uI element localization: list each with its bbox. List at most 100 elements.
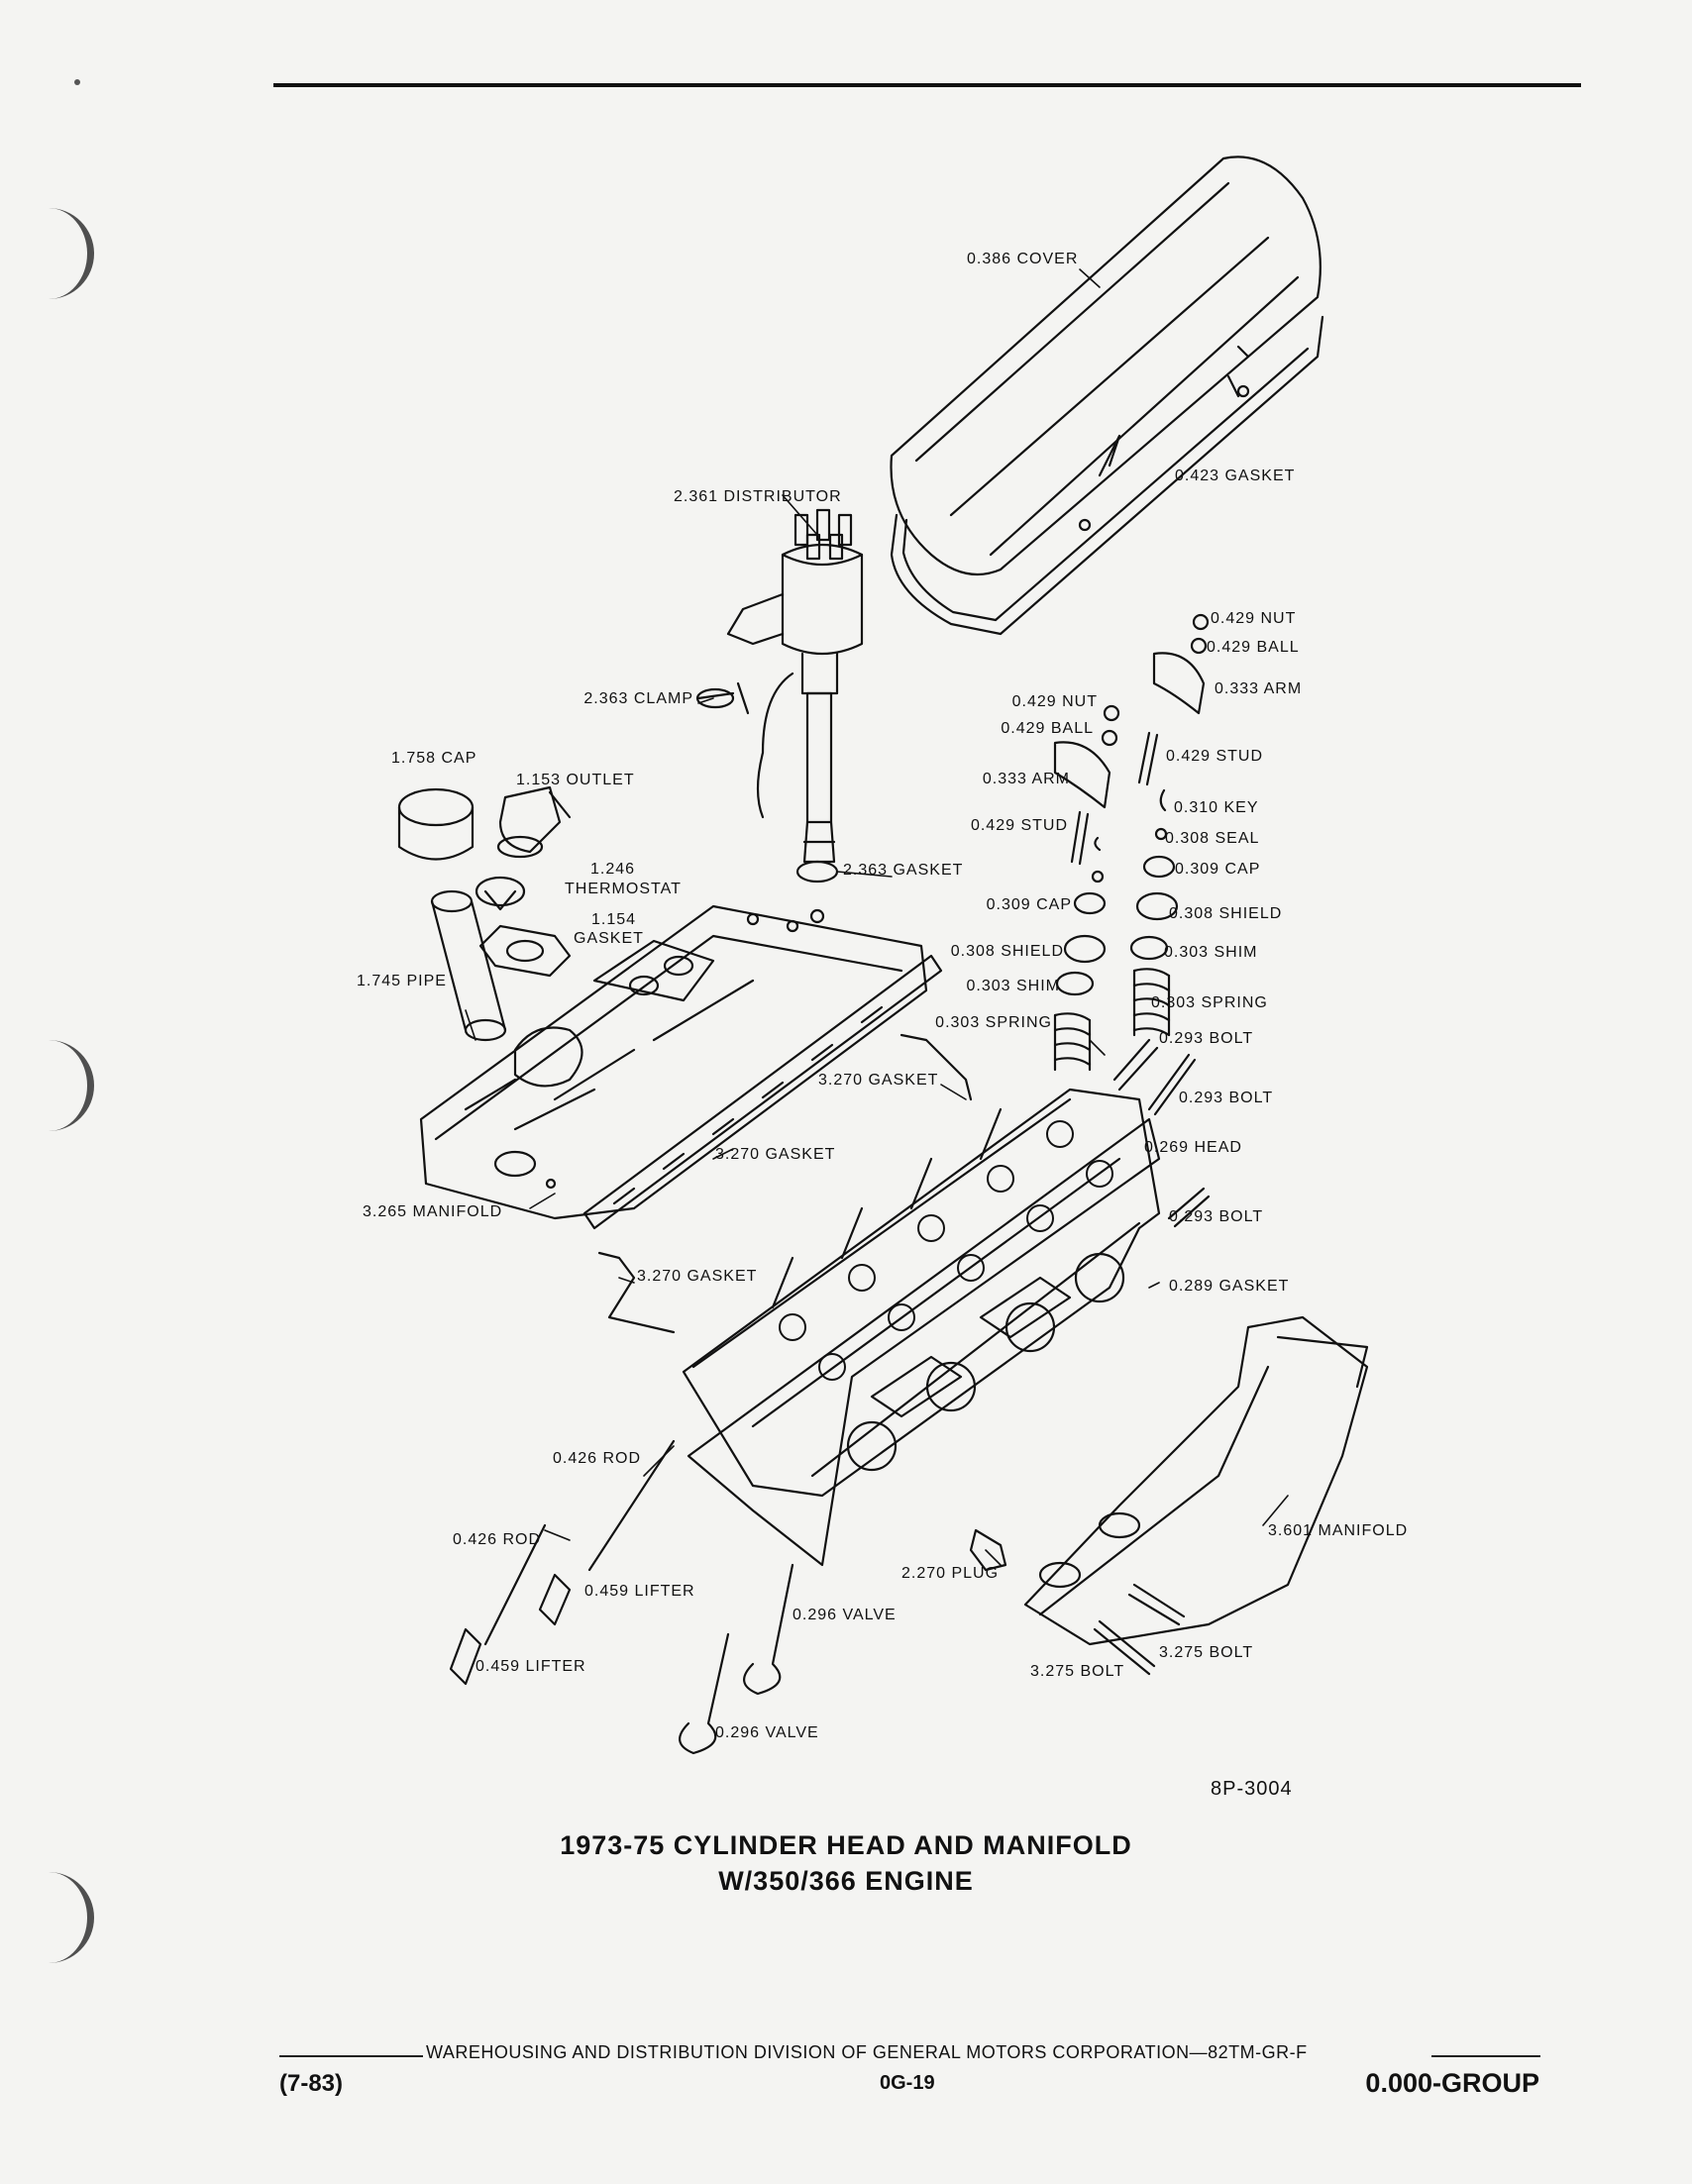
label-manifold-side-gasket: 3.270 GASKET	[715, 1146, 836, 1163]
binder-mark	[74, 79, 80, 85]
label-shim-right: 0.303 SHIM	[1164, 944, 1258, 961]
label-exhaust-manifold: 3.601 MANIFOLD	[1268, 1522, 1409, 1539]
valve-key-seal-drawing	[1091, 788, 1168, 884]
outlet-gasket-drawing	[478, 924, 572, 978]
label-stud-left: 0.429 STUD	[970, 817, 1068, 834]
footer-rule-right	[1431, 2055, 1540, 2057]
label-nut-right: 0.429 NUT	[1211, 610, 1297, 627]
label-manifold-end-gasket-upper: 3.270 GASKET	[818, 1072, 939, 1089]
label-shield-right: 0.308 SHIELD	[1169, 905, 1283, 922]
label-arm-left: 0.333 ARM	[982, 771, 1070, 787]
label-valve-b: 0.296 VALVE	[715, 1724, 819, 1741]
label-stud-right: 0.429 STUD	[1166, 748, 1264, 765]
pipe-drawing	[430, 889, 507, 1042]
label-ball-right: 0.429 BALL	[1207, 639, 1300, 656]
footer-rule-left	[279, 2055, 423, 2057]
label-arm-right: 0.333 ARM	[1215, 680, 1303, 697]
label-cap-0309-right: 0.309 CAP	[1175, 861, 1261, 878]
label-cover-gasket: 0.423 GASKET	[1175, 468, 1296, 484]
label-outlet: 1.153 OUTLET	[516, 772, 635, 788]
footer-division-text: WAREHOUSING AND DISTRIBUTION DIVISION OF…	[426, 2042, 1308, 2062]
label-cylinder-head: 0.269 HEAD	[1144, 1139, 1242, 1156]
distributor-drawing	[726, 508, 864, 864]
figure-caption-line2: W/350/366 ENGINE	[718, 1866, 974, 1896]
footer-date-code: (7-83)	[279, 2070, 344, 2097]
label-distributor: 2.361 DISTRIBUTOR	[674, 488, 842, 505]
footer-group: 0.000-GROUP	[1365, 2068, 1539, 2098]
label-spring-right: 0.303 SPRING	[1151, 994, 1268, 1011]
binder-hole-bottom	[48, 1872, 94, 1963]
label-seal: 0.308 SEAL	[1165, 830, 1260, 847]
label-ball-left: 0.429 BALL	[1001, 720, 1094, 737]
label-pipe: 1.745 PIPE	[357, 973, 447, 989]
label-head-gasket: 0.289 GASKET	[1169, 1278, 1290, 1295]
exhaust-bolt-a-drawing	[1127, 1583, 1186, 1626]
label-spring-left: 0.303 SPRING	[935, 1014, 1052, 1031]
lifter-a-drawing	[538, 1573, 572, 1626]
label-shield-left: 0.308 SHIELD	[950, 943, 1064, 960]
exhaust-manifold-drawing	[1023, 1315, 1369, 1646]
cylinder-head-drawing	[682, 1088, 1161, 1498]
label-intake-manifold: 3.265 MANIFOLD	[363, 1203, 503, 1220]
valve-a-drawing	[743, 1563, 794, 1696]
label-key: 0.310 KEY	[1174, 799, 1259, 816]
header-rule	[273, 83, 1581, 87]
manifold-end-gasket-upper-drawing	[899, 1033, 973, 1101]
label-clamp: 2.363 CLAMP	[583, 690, 693, 707]
label-spark-plug: 2.270 PLUG	[901, 1565, 1000, 1582]
thermostat-drawing	[475, 876, 526, 911]
label-head-bolt-b: 0.293 BOLT	[1179, 1090, 1274, 1106]
clamp-drawing	[695, 681, 750, 715]
rocker-arm-left-drawing	[1053, 704, 1120, 809]
figure-id: 8P-3004	[1211, 1778, 1293, 1800]
binder-hole-top	[48, 208, 94, 299]
intake-manifold-drawing	[419, 904, 928, 1220]
manifold-side-gasket-drawing	[582, 954, 943, 1230]
radiator-cap-drawing	[397, 787, 475, 861]
head-gasket-drawing	[687, 1117, 1161, 1567]
valve-cap-shield-shim-drawing	[1055, 855, 1179, 996]
label-head-bolt-a: 0.293 BOLT	[1159, 1030, 1254, 1047]
binder-hole-middle	[48, 1040, 94, 1131]
head-bolt-c-drawing	[1167, 1187, 1211, 1228]
label-exhaust-bolt-a: 3.275 BOLT	[1159, 1644, 1254, 1661]
label-manifold-end-gasket-lower: 3.270 GASKET	[637, 1268, 758, 1285]
leader-lines	[465, 268, 1289, 1566]
push-rod-b-drawing	[483, 1523, 547, 1646]
valve-cover-drawing	[890, 156, 1322, 576]
push-rod-a-drawing	[587, 1439, 676, 1572]
cover-gasket-drawing	[890, 315, 1324, 636]
label-nut-left: 0.429 NUT	[1011, 693, 1098, 710]
spark-plug-drawing	[969, 1528, 1007, 1572]
label-lifter-a: 0.459 LIFTER	[584, 1583, 695, 1600]
label-outlet-gasket: GASKET	[574, 930, 644, 947]
label-valve-a: 0.296 VALVE	[793, 1607, 897, 1623]
label-distributor-gasket: 2.363 GASKET	[843, 862, 964, 879]
distributor-gasket-drawing	[795, 860, 839, 884]
footer-page-number: 0G-19	[880, 2072, 935, 2094]
outlet-drawing	[496, 785, 572, 859]
label-push-rod-b: 0.426 ROD	[453, 1531, 542, 1548]
rocker-stud-right-drawing	[1137, 731, 1159, 786]
figure-caption-line1: 1973-75 CYLINDER HEAD AND MANIFOLD	[560, 1830, 1132, 1860]
rocker-arm-right-drawing	[1152, 613, 1210, 715]
label-push-rod-a: 0.426 ROD	[553, 1450, 642, 1467]
label-exhaust-bolt-b: 3.275 BOLT	[1030, 1663, 1125, 1680]
label-head-bolt-c: 0.293 BOLT	[1169, 1208, 1264, 1225]
rocker-stud-left-drawing	[1070, 810, 1090, 866]
manifold-end-gasket-lower-drawing	[597, 1251, 676, 1334]
label-cap-0309-left: 0.309 CAP	[986, 896, 1072, 913]
exhaust-bolt-b-drawing	[1093, 1619, 1156, 1676]
label-cover: 0.386 COVER	[967, 251, 1079, 267]
label-thermostat: THERMOSTAT	[565, 881, 682, 897]
label-shim-left: 0.303 SHIM	[966, 978, 1060, 994]
label-lifter-b: 0.459 LIFTER	[476, 1658, 586, 1675]
label-outlet-gasket-number: 1.154	[591, 911, 637, 928]
head-bolt-b-drawing	[1147, 1053, 1197, 1116]
valve-spring-drawing	[1053, 968, 1171, 1072]
lifter-b-drawing	[449, 1627, 482, 1686]
label-cap-1758: 1.758 CAP	[391, 750, 477, 767]
valve-b-drawing	[679, 1632, 730, 1755]
